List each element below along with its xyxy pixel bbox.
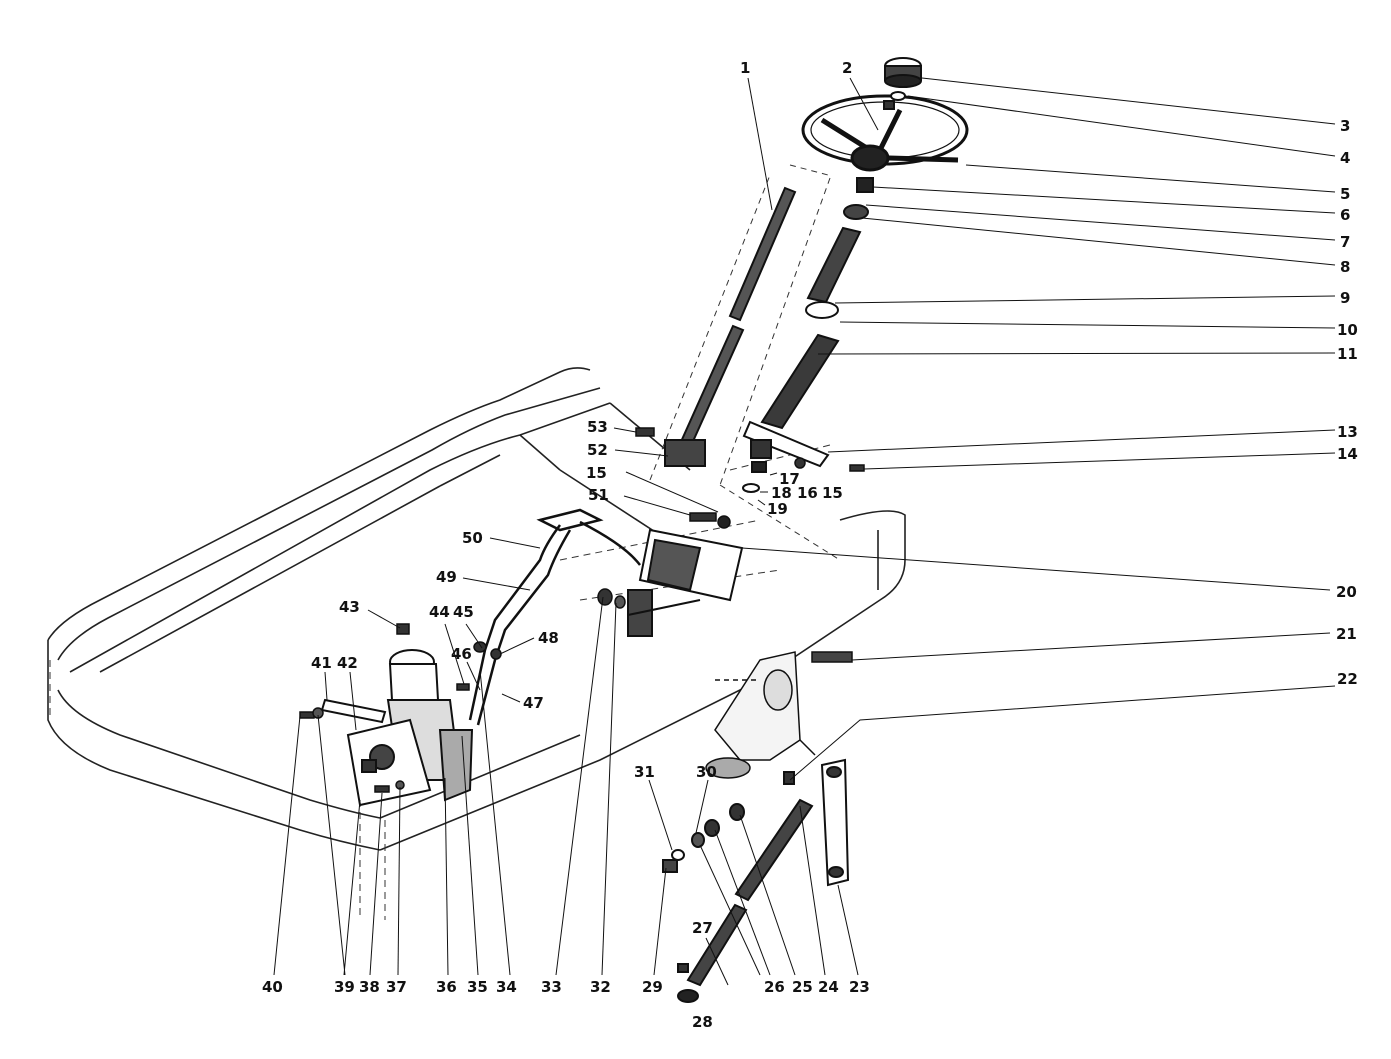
label-26: 26 [764,978,785,996]
label-44: 44 [429,603,450,621]
label-23: 23 [849,978,870,996]
label-48: 48 [538,629,559,647]
label-5: 5 [1340,185,1350,203]
label-6: 6 [1340,206,1350,224]
steering-gearbox [705,651,816,779]
label-34: 34 [496,978,517,996]
label-38: 38 [359,978,380,996]
leader-lines [273,77,1336,986]
label-14: 14 [1337,445,1358,463]
label-39: 39 [334,978,355,996]
pitman-arm [820,758,850,887]
label-19: 19 [767,500,788,518]
label-46: 46 [451,645,472,663]
label-43: 43 [339,598,360,616]
label-15-right: 15 [822,484,843,502]
steering-shaft [664,186,797,467]
label-41: 41 [311,654,332,672]
label-32: 32 [590,978,611,996]
steering-column-tube [742,226,862,493]
label-1: 1 [740,59,750,77]
label-21: 21 [1336,625,1357,643]
horn-cap [883,57,922,110]
label-2: 2 [842,59,852,77]
label-33: 33 [541,978,562,996]
label-24: 24 [818,978,839,996]
label-17: 17 [779,470,800,488]
label-47: 47 [523,694,544,712]
label-40: 40 [262,978,283,996]
label-16: 16 [797,484,818,502]
frame-outline [47,367,906,851]
label-49: 49 [436,568,457,586]
ball-joint-parts [662,771,795,973]
label-51: 51 [588,486,609,504]
label-50: 50 [462,529,483,547]
column-top-parts [843,177,874,220]
label-22: 22 [1337,670,1358,688]
label-11: 11 [1337,345,1358,363]
label-42: 42 [337,654,358,672]
label-27: 27 [692,919,713,937]
label-7: 7 [1340,233,1350,251]
label-37: 37 [386,978,407,996]
label-29: 29 [642,978,663,996]
label-13: 13 [1337,423,1358,441]
label-30: 30 [696,763,717,781]
column-dashed-box [649,164,841,561]
label-20: 20 [1336,583,1357,601]
hydraulic-pipes [468,508,641,726]
label-28: 28 [692,1013,713,1031]
fasteners [299,427,865,793]
label-15-top: 15 [586,464,607,482]
label-53: 53 [587,418,608,436]
label-18: 18 [771,484,792,502]
steering-wheel [801,94,969,172]
callout-labels: 1 2 3 4 5 6 7 8 9 10 11 13 14 15 15 16 1… [262,59,1358,1031]
label-52: 52 [587,441,608,459]
label-10: 10 [1337,321,1358,339]
label-36: 36 [436,978,457,996]
label-31: 31 [634,763,655,781]
label-25: 25 [792,978,813,996]
label-3: 3 [1340,117,1350,135]
drag-link [677,798,814,1003]
bracket-20 [627,528,744,637]
label-45: 45 [453,603,474,621]
label-8: 8 [1340,258,1350,276]
label-35: 35 [467,978,488,996]
label-4: 4 [1340,149,1350,167]
reservoir-pump [320,649,474,807]
label-9: 9 [1340,289,1350,307]
